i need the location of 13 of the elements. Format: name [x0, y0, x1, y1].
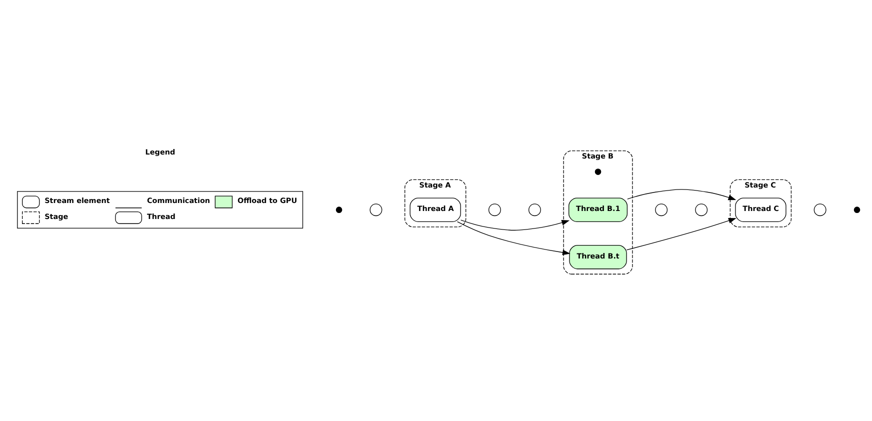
node-circle — [528, 204, 541, 216]
node-dots — [594, 168, 602, 175]
node-dots — [854, 206, 860, 213]
arrow — [460, 220, 570, 231]
node-circle — [814, 204, 826, 216]
node-circle — [695, 204, 708, 216]
arrow — [456, 221, 570, 256]
node-circle — [488, 204, 501, 216]
arrow — [626, 218, 736, 250]
node-circle — [370, 204, 382, 216]
node-circle — [655, 204, 668, 216]
arrow — [627, 189, 736, 200]
node-dots — [336, 206, 342, 213]
